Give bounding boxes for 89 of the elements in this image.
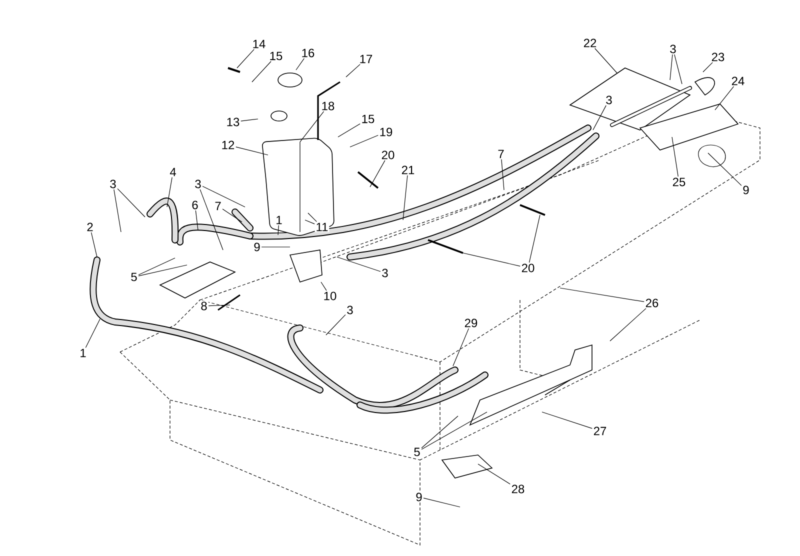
leader-line	[222, 208, 242, 222]
leader-line	[452, 328, 470, 366]
leader-line	[346, 64, 360, 78]
leader-line	[674, 54, 682, 84]
callout-number: 15	[268, 50, 284, 62]
callout-number: 15	[360, 114, 376, 124]
leader-line	[278, 225, 279, 236]
leader-line	[200, 189, 224, 250]
leader-line	[338, 123, 360, 138]
callout-number: 22	[582, 38, 598, 48]
callout-number: 3	[346, 304, 354, 316]
leader-line	[421, 416, 458, 448]
leader-line	[421, 412, 488, 450]
callout-number: 3	[668, 44, 678, 54]
leader-line	[528, 214, 540, 263]
leader-line	[501, 159, 504, 190]
callout-number: 28	[510, 484, 526, 494]
leader-line	[304, 220, 315, 224]
callout-number: 20	[520, 262, 536, 274]
leader-line	[117, 188, 146, 218]
callout-number: 3	[108, 178, 118, 190]
leader-line	[714, 86, 734, 110]
callout-number: 9	[414, 492, 424, 502]
callout-number: 26	[644, 298, 660, 308]
leader-line	[252, 61, 272, 82]
callout-number: 23	[710, 52, 726, 62]
leader-line	[202, 186, 246, 208]
leader-line	[114, 189, 122, 232]
leader-line	[592, 105, 606, 130]
callout-number: 17	[358, 54, 374, 64]
callout-number: 12	[220, 140, 236, 150]
leader-line	[261, 246, 290, 248]
leader-line	[672, 136, 678, 177]
leader-line	[478, 464, 510, 484]
callout-number: 9	[252, 242, 262, 252]
leader-line	[85, 318, 100, 348]
leader-line	[236, 49, 254, 68]
callout-number: 2	[86, 222, 94, 232]
leader-line	[90, 232, 98, 258]
callout-number: 5	[130, 272, 138, 282]
leader-line	[308, 212, 317, 222]
leader-line	[402, 175, 408, 220]
leader-line	[300, 111, 324, 142]
leader-line	[138, 258, 176, 276]
callout-number: 5	[412, 446, 422, 458]
callout-number: 18	[320, 100, 336, 112]
callout-number: 1	[78, 348, 88, 358]
leader-line	[195, 210, 198, 230]
callout-number: 7	[496, 148, 506, 160]
callout-number: 3	[380, 268, 390, 278]
callout-number: 16	[300, 48, 316, 58]
callout-number: 4	[168, 166, 178, 178]
leader-line	[208, 304, 230, 306]
leader-line	[166, 177, 172, 208]
leader-line	[670, 54, 673, 80]
callout-number: 8	[200, 300, 208, 312]
callout-number: 6	[190, 200, 200, 210]
callout-number: 10	[322, 290, 338, 302]
callout-number: 9	[742, 184, 750, 196]
leader-line	[423, 498, 460, 508]
callout-number: 19	[378, 126, 394, 138]
callout-number: 27	[592, 426, 608, 436]
leader-line	[240, 118, 258, 122]
leader-line	[560, 288, 644, 302]
callout-number: 3	[194, 178, 202, 190]
leader-line	[594, 48, 618, 74]
leader-line	[320, 282, 327, 291]
leader-line	[462, 252, 520, 266]
leader-line	[138, 264, 188, 276]
callout-number: 21	[400, 164, 416, 176]
leader-line	[326, 314, 346, 336]
callout-number: 20	[380, 150, 396, 160]
callout-number: 14	[251, 38, 267, 50]
leader-line	[370, 160, 386, 188]
leader-line	[708, 152, 742, 186]
callout-number: 13	[225, 116, 241, 128]
leader-line	[702, 62, 713, 72]
callout-number: 29	[463, 318, 479, 328]
callout-number: 24	[730, 76, 746, 86]
callout-number: 25	[671, 176, 687, 188]
callout-number: 1	[274, 214, 284, 226]
leader-line	[350, 134, 378, 148]
leader-line	[610, 308, 646, 342]
callout-number: 7	[214, 200, 222, 212]
leader-line	[296, 58, 304, 70]
leader-line	[336, 256, 381, 272]
leader-line	[236, 146, 268, 156]
leader-line	[542, 412, 592, 429]
callout-number: 3	[604, 94, 614, 106]
